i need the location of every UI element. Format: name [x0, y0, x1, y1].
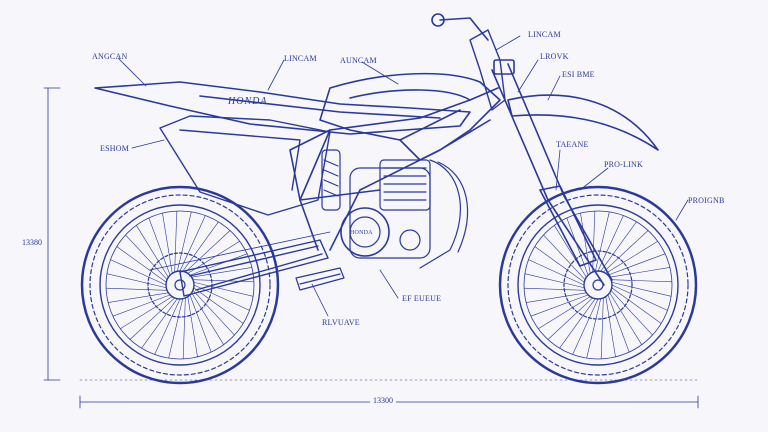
spoke: [611, 281, 672, 297]
spoke: [125, 234, 168, 280]
spoke: [187, 296, 198, 358]
spoke: [193, 281, 254, 297]
spoke: [537, 296, 591, 330]
spoke: [534, 246, 585, 283]
spoke: [523, 287, 586, 291]
side-panel: [159, 115, 331, 216]
dimension-height: 13380: [22, 238, 42, 247]
spoke: [586, 298, 602, 359]
spoke: [112, 294, 171, 317]
spoke: [525, 292, 587, 303]
spoke: [106, 273, 167, 289]
spoke: [543, 234, 586, 280]
spoke: [191, 267, 253, 278]
spoke: [119, 296, 173, 330]
label-footpeg: EF EUEUE: [402, 294, 442, 303]
spoke: [607, 253, 666, 276]
spoke: [176, 211, 192, 272]
spoke: [605, 240, 659, 274]
spoke: [110, 259, 167, 286]
spoke: [174, 210, 178, 273]
label-airbox: ESHOM: [100, 144, 130, 153]
spoke: [189, 253, 248, 276]
spoke: [600, 297, 604, 360]
spoke: [179, 215, 206, 272]
spoke: [594, 211, 610, 272]
label-fork: TAEANE: [556, 140, 589, 149]
spoke: [154, 298, 181, 355]
label-front-tire: PROIGNB: [688, 196, 725, 205]
spoke: [148, 217, 171, 276]
spoke: [192, 290, 235, 336]
leader-lines: [117, 35, 689, 317]
spoke: [609, 267, 671, 278]
label-pro-link: PRO-LINK: [604, 160, 643, 169]
spoke: [116, 246, 167, 283]
spoke: [193, 284, 250, 311]
spoke: [611, 287, 662, 324]
label-front-fender: ANGCAN: [92, 52, 128, 61]
dimension-lines: [43, 87, 699, 409]
spoke: [547, 297, 593, 340]
spoke: [603, 230, 649, 273]
footpeg: [295, 267, 345, 291]
label-tank: AUNCAM: [340, 56, 377, 65]
swingarm: [149, 231, 331, 297]
label-number-plate: LINCAM: [528, 30, 561, 39]
spoke: [607, 294, 630, 353]
label-seat: LINCAM: [284, 54, 317, 63]
spoke: [129, 297, 175, 340]
label-handlebar: LROVK: [540, 52, 569, 61]
engine: [340, 159, 469, 269]
spoke: [600, 221, 637, 272]
dimension-length: 13300: [370, 396, 396, 405]
tank-shroud: [319, 72, 501, 161]
spoke: [162, 212, 173, 274]
spoke: [528, 259, 585, 286]
spoke: [530, 294, 589, 317]
spoke: [609, 292, 643, 346]
spoke: [107, 292, 169, 303]
spoke: [182, 297, 186, 360]
spoke: [192, 279, 255, 283]
spoke: [182, 221, 219, 272]
spoke: [553, 224, 587, 278]
label-swingarm: RLVUAVE: [322, 318, 360, 327]
spoke: [189, 294, 212, 353]
front-fender: [507, 94, 659, 151]
spoke: [193, 287, 244, 324]
spoke: [572, 298, 599, 355]
spoke: [105, 287, 168, 291]
spoke: [592, 210, 596, 273]
spoke: [610, 290, 653, 336]
spoke: [141, 298, 178, 349]
spoke: [610, 279, 673, 283]
spoke: [185, 230, 231, 273]
spoke: [559, 298, 596, 349]
label-front-plate: ESI BME: [562, 70, 595, 79]
spoke: [566, 217, 589, 276]
front-wheel: [498, 185, 698, 385]
spoke: [191, 292, 225, 346]
spoke: [611, 284, 668, 311]
seat-rear-fender: [94, 81, 471, 135]
spoke: [605, 296, 616, 358]
spoke: [168, 298, 184, 359]
rear-wheel: [80, 185, 280, 385]
spoke: [135, 224, 169, 278]
spoke: [524, 273, 585, 289]
handlebar-assembly: [431, 13, 489, 41]
tank-brand-logo: HONDA: [228, 96, 268, 107]
engine-brand-logo: HONDA: [350, 230, 373, 236]
